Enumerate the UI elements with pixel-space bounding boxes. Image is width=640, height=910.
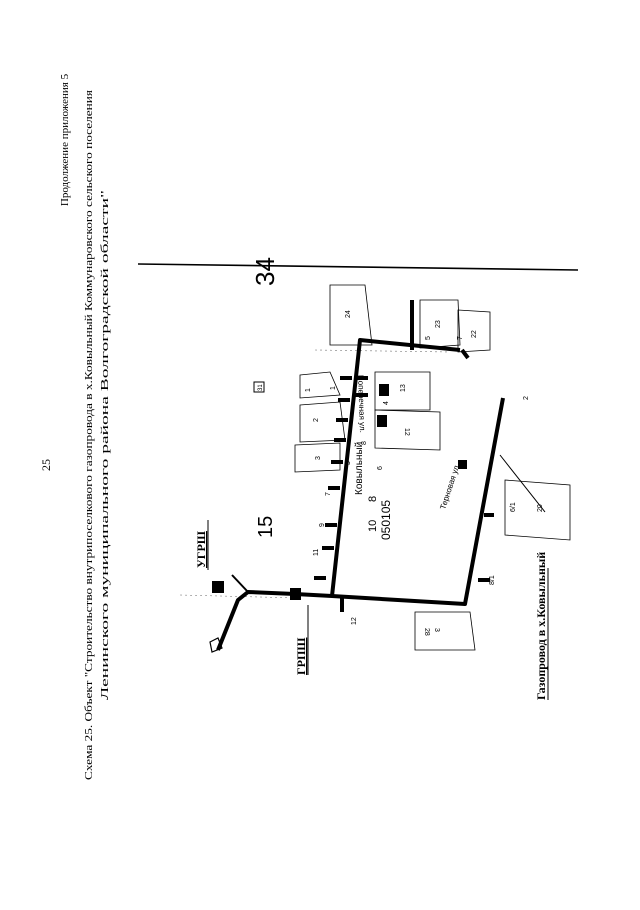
service-stubs xyxy=(314,348,494,612)
house-label-4: 4 xyxy=(383,401,390,405)
ugrsh-station-icon xyxy=(212,581,224,593)
house-label-7b: 7 xyxy=(457,336,464,340)
street-ternovaya-label: Терновая ул. xyxy=(438,462,461,511)
house-label-11: 11 xyxy=(313,549,320,556)
grid-block-label: 10 xyxy=(367,520,379,532)
house-label-5: 5 xyxy=(345,461,352,465)
continuation-note: Продолжение приложения 5 xyxy=(59,73,71,206)
house-markers xyxy=(377,384,467,469)
property-lines xyxy=(179,349,451,599)
building-22 xyxy=(457,309,491,353)
house-label-12b: 12 xyxy=(403,428,410,436)
house-label-24: 24 xyxy=(345,310,352,318)
block-34-label: 34 xyxy=(250,257,280,286)
house-12-marker xyxy=(377,415,387,427)
marker-31-label: 31 xyxy=(258,384,264,391)
building-3 xyxy=(294,442,341,473)
building-23 xyxy=(419,299,461,349)
page-number: 25 xyxy=(39,459,53,471)
house-label-12: 12 xyxy=(351,617,358,625)
cadastral-label: 050105 xyxy=(379,500,393,540)
house-label-1b: 1 xyxy=(305,388,312,392)
ugrsh-label: УГРШ xyxy=(194,531,208,568)
street-poperechnaya-label: Поперечная ул. xyxy=(356,375,367,433)
pipeline-kovylny xyxy=(330,338,461,597)
caption-line-2: Ленинского муниципального района Волгогр… xyxy=(100,190,111,700)
house-label-8-1: 8/1 xyxy=(489,575,496,585)
house-label-3b: 3 xyxy=(433,628,440,632)
pipeline-title: Газопровод в х.Ковыльный xyxy=(534,552,548,700)
house-label-9: 9 xyxy=(319,523,326,527)
pipeline-title-leader xyxy=(499,454,546,513)
building-12 xyxy=(374,409,441,451)
grpsh-label: ГРПШ xyxy=(294,638,308,675)
building-1 xyxy=(299,371,341,399)
house-label-2: 2 xyxy=(313,418,320,422)
house-label-2b: 2 xyxy=(523,396,530,400)
house-label-23: 23 xyxy=(435,320,442,328)
house-4-marker xyxy=(379,384,389,396)
building-13 xyxy=(374,371,431,411)
house-label-22: 22 xyxy=(471,330,478,338)
building-24 xyxy=(329,284,373,346)
house-label-1: 1 xyxy=(330,386,337,390)
house-label-8: 8 xyxy=(361,441,368,445)
grid-sub-label: 8 xyxy=(367,496,379,502)
building-28 xyxy=(414,611,476,651)
block-boundary-line xyxy=(137,263,579,271)
house-label-6: 6 xyxy=(377,466,384,470)
house-numbers: 1 1 2 3 4 5 6 7 9 11 12 12 13 24 23 22 5… xyxy=(305,310,544,636)
house-label-3: 3 xyxy=(315,456,322,460)
house-label-13: 13 xyxy=(400,384,407,392)
block-15-label: 15 xyxy=(255,516,277,538)
house-label-28: 28 xyxy=(423,628,430,636)
caption-line-1: Схема 25. Объект "Строительство внутрипо… xyxy=(84,90,95,780)
street-kovylny-label: Ковыльный xyxy=(354,442,365,495)
pipeline-inlet-icon xyxy=(209,637,223,653)
grpsh-station-icon xyxy=(290,588,301,600)
building-6-1 xyxy=(504,479,571,541)
marker-31-box xyxy=(253,381,265,393)
ternovaya-marker xyxy=(458,460,467,469)
house-label-5b: 5 xyxy=(425,336,432,340)
house-label-20: 20 xyxy=(537,504,544,512)
pipeline-ugrsh-link xyxy=(231,574,249,593)
house-label-6-1: 6/1 xyxy=(510,502,517,512)
house-label-7: 7 xyxy=(325,492,332,496)
